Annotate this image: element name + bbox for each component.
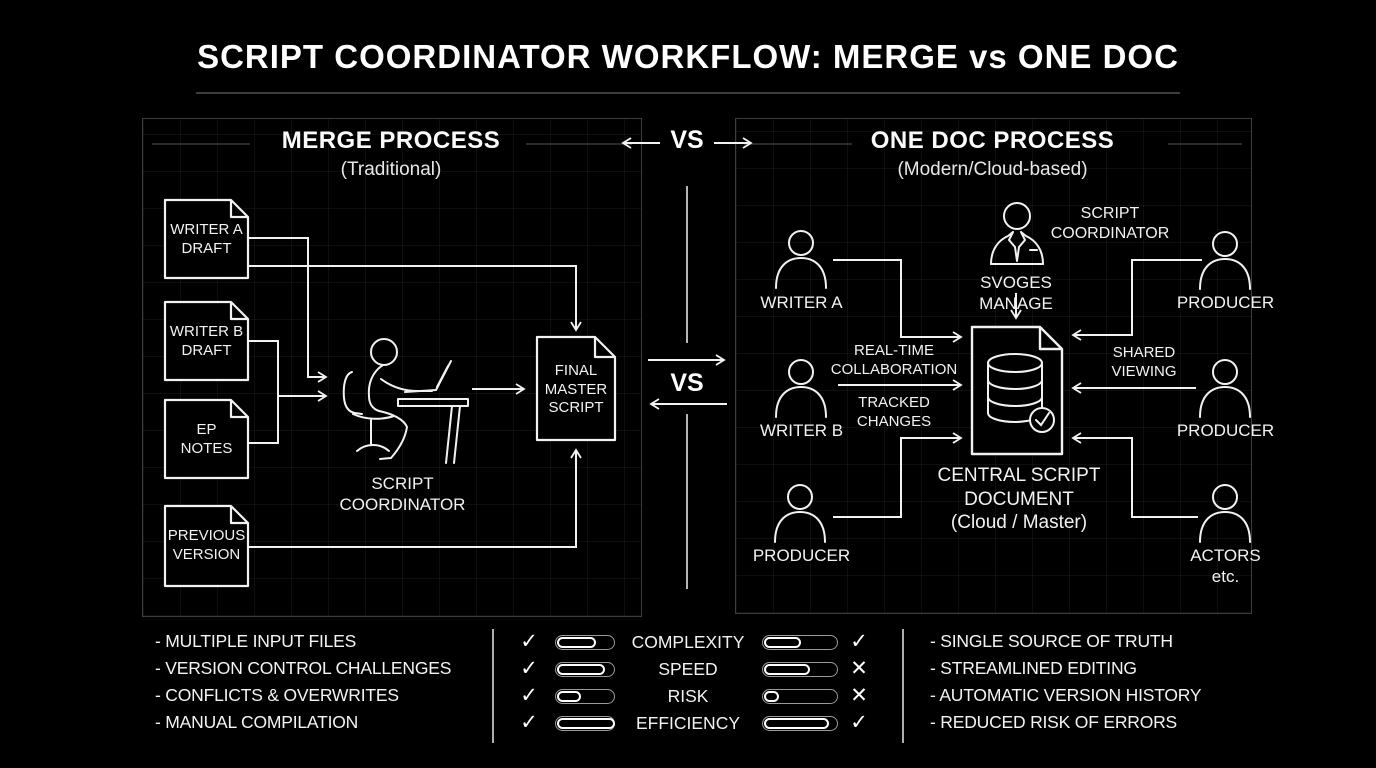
merge-point: - VERSION CONTROL CHALLENGES [155, 658, 452, 678]
writer-b-label: WRITER B [759, 421, 844, 440]
check-icon: ✓ [850, 629, 868, 653]
onedoc-coordinator-label: SCRIPT COORDINATOR [1050, 205, 1170, 242]
slider-fill [764, 718, 830, 729]
efficiency-onedoc-slider [762, 716, 838, 731]
check-icon: ✓ [520, 683, 538, 707]
slider-fill [557, 718, 615, 729]
final-master-script-label: FINAL MASTER SCRIPT [544, 362, 608, 417]
check-icon: ✓ [520, 629, 538, 653]
page-title: SCRIPT COORDINATOR WORKFLOW: MERGE vs ON… [197, 38, 1179, 75]
slider-fill [557, 637, 597, 648]
slider-fill [764, 691, 779, 702]
slider-fill [557, 664, 605, 675]
writer-a-draft-label: WRITER A DRAFT [170, 221, 243, 257]
onedoc-point: - AUTOMATIC VERSION HISTORY [930, 685, 1202, 705]
metric-label-efficiency: EFFICIENCY [635, 713, 741, 733]
vs-mid-label: VS [670, 369, 704, 397]
manage-label: SVOGES MANAGE [979, 273, 1053, 314]
realtime-collaboration-label: REAL-TIME COLLABORATION [830, 342, 958, 378]
shared-viewing-label: SHARED VIEWING [1111, 344, 1177, 380]
risk-onedoc-slider [762, 689, 838, 704]
check-icon: ✓ [850, 710, 868, 734]
metric-label-complexity: COMPLEXITY [631, 632, 745, 652]
speed-onedoc-slider [762, 662, 838, 677]
onedoc-panel-subtitle: (Modern/Cloud-based) [897, 159, 1088, 180]
merge-point: - CONFLICTS & OVERWRITES [155, 685, 399, 705]
onedoc-point: - SINGLE SOURCE OF TRUTH [930, 631, 1173, 651]
onedoc-point: - REDUCED RISK OF ERRORS [930, 712, 1178, 732]
producer-mid-right-label: PRODUCER [1176, 421, 1275, 440]
producer-left-label: PRODUCER [752, 546, 851, 565]
writer-b-draft-label: WRITER B DRAFT [169, 323, 244, 359]
slider-fill [764, 664, 810, 675]
onedoc-point: - STREAMLINED EDITING [930, 658, 1137, 678]
ep-notes-label: EP NOTES [180, 421, 233, 457]
central-script-document-label: CENTRAL SCRIPT DOCUMENT (Cloud / Master) [937, 465, 1101, 534]
complexity-merge-slider [555, 635, 615, 650]
slider-fill [764, 637, 801, 648]
check-icon: ✓ [520, 710, 538, 734]
actors-label: ACTORS etc. [1190, 546, 1261, 587]
merge-panel-title: MERGE PROCESS [281, 127, 501, 154]
previous-version-label: PREVIOUS VERSION [167, 527, 246, 563]
writer-a-label: WRITER A [760, 293, 843, 312]
slider-fill [557, 691, 582, 702]
check-icon: ✓ [520, 656, 538, 680]
x-icon: ✕ [850, 656, 868, 680]
tracked-changes-label: TRACKED CHANGES [856, 394, 932, 430]
metric-label-speed: SPEED [658, 659, 718, 679]
speed-merge-slider [555, 662, 615, 677]
metric-label-risk: RISK [667, 686, 709, 706]
risk-merge-slider [555, 689, 615, 704]
efficiency-merge-slider [555, 716, 615, 731]
merge-point: - MANUAL COMPILATION [155, 712, 359, 732]
onedoc-panel-title: ONE DOC PROCESS [870, 127, 1115, 154]
complexity-onedoc-slider [762, 635, 838, 650]
x-icon: ✕ [850, 683, 868, 707]
merge-panel-subtitle: (Traditional) [340, 159, 442, 180]
merge-coordinator-label: SCRIPT COORDINATOR [339, 474, 466, 515]
vs-top-label: VS [670, 126, 704, 154]
producer-top-right-label: PRODUCER [1176, 293, 1275, 312]
merge-point: - MULTIPLE INPUT FILES [155, 631, 357, 651]
